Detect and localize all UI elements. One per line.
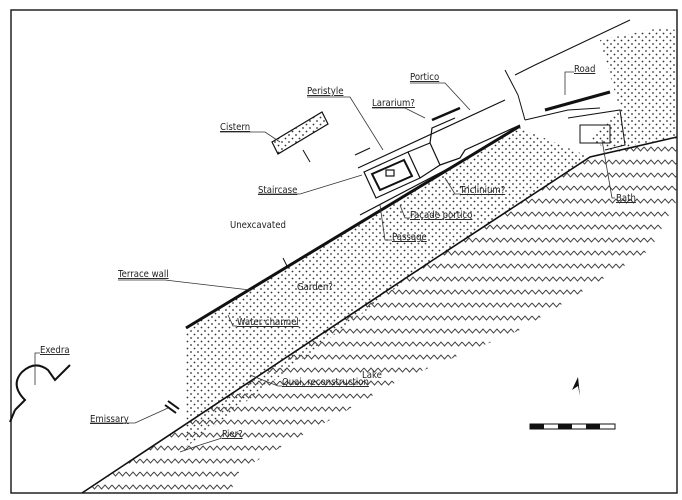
shoreline — [81, 136, 678, 494]
label-portico: Portico — [410, 72, 439, 83]
scale-bar — [529, 423, 616, 430]
label-staircase: Staircase — [258, 185, 297, 196]
label-peristyle: Peristyle — [307, 86, 343, 97]
label-passage: Passage — [392, 232, 427, 243]
label-emissary: Emissary — [90, 414, 129, 425]
terrace-wall — [185, 124, 521, 330]
label-facade-portico: Façade portico — [410, 210, 472, 221]
villa-building — [354, 99, 521, 216]
emissary-structure — [164, 400, 180, 414]
label-lararium: Lararium? — [372, 98, 415, 109]
label-cistern: Cistern — [220, 122, 250, 133]
label-triclinium: Triclinium? — [459, 185, 505, 196]
label-pier: Pier? — [222, 429, 243, 440]
lake-area — [82, 137, 677, 493]
label-water-channel: Water channel — [237, 317, 299, 328]
terrace-tick — [282, 257, 289, 269]
north-arrow-icon — [572, 377, 580, 396]
frame — [10, 9, 678, 494]
exedra — [9, 364, 71, 423]
label-garden: Garden? — [297, 282, 333, 293]
label-terrace-wall: Terrace wall — [117, 269, 169, 280]
label-road: Road — [574, 64, 595, 75]
leader-lines — [34, 71, 615, 453]
upper-dotted-area — [590, 28, 677, 150]
label-lake: Lake — [362, 370, 382, 381]
label-bath: Bath — [616, 193, 636, 204]
cistern — [271, 111, 329, 163]
label-quay: Quai, reconstruction — [282, 377, 369, 388]
road — [504, 19, 631, 151]
label-unexcavated: Unexcavated — [230, 220, 286, 231]
label-exedra: Exedra — [40, 345, 70, 356]
